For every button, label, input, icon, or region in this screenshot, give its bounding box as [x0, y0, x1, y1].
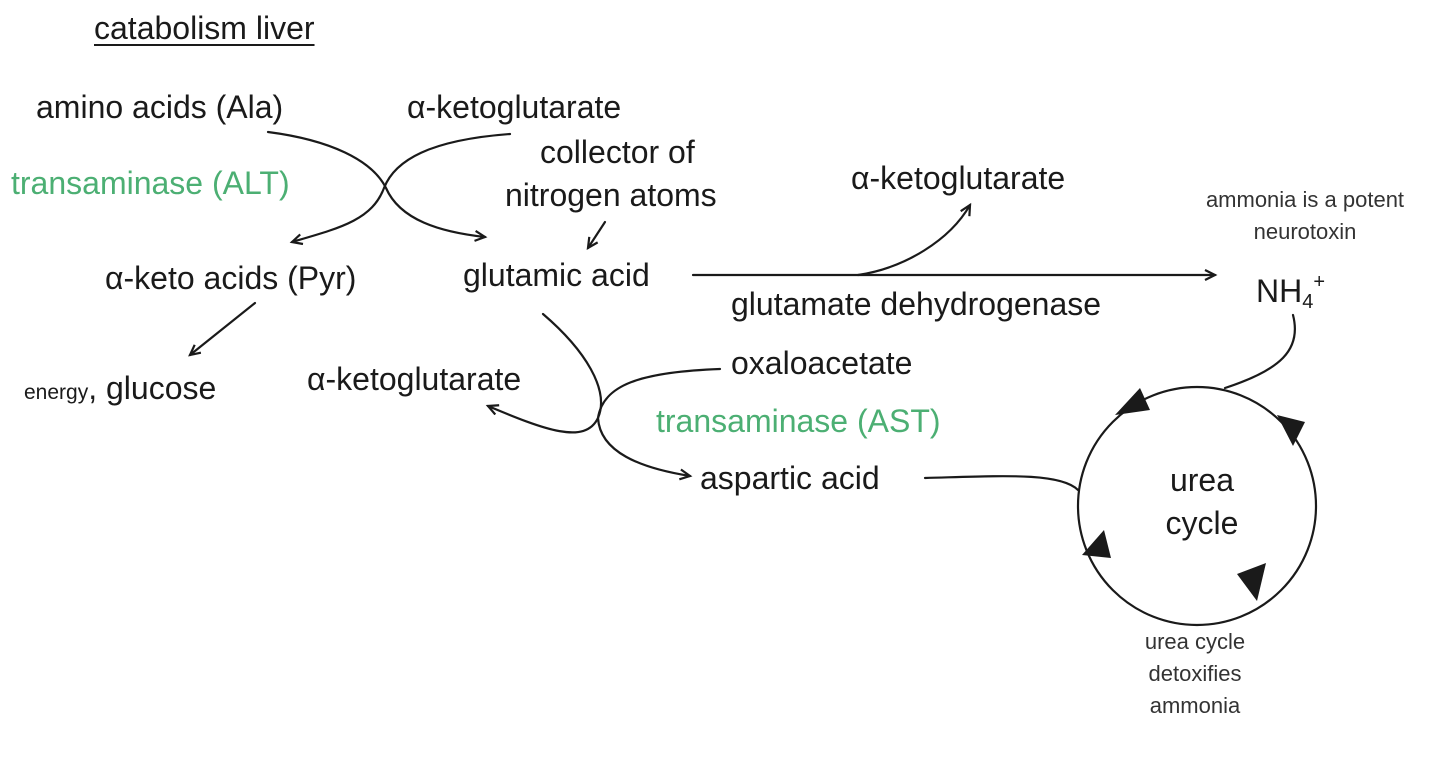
arrow-ketoacids-to-energy — [188, 301, 257, 357]
arrow-oxaloacetate-to-aspartic — [596, 367, 722, 481]
glutamate-dehydrogenase-label: glutamate dehydrogenase — [731, 286, 1102, 322]
ammonia-note: ammonia is a potent neurotoxin — [1205, 187, 1405, 244]
alpha-keto-acids-label: α-keto acids (Pyr) — [105, 260, 357, 296]
alpha-ketoglutarate-top-label: α-ketoglutarate — [407, 89, 622, 125]
urea-cycle-arrowhead-top-left — [1115, 388, 1150, 415]
glucose-label: , glucose — [88, 370, 217, 406]
alpha-ketoglutarate-right-label: α-ketoglutarate — [851, 160, 1066, 196]
collector-label-line1: collector of — [540, 134, 695, 170]
glutamic-acid-label: glutamic acid — [463, 257, 650, 293]
arrow-ala-to-glutamic — [266, 130, 488, 242]
arrow-akg-to-ketoacids — [289, 132, 512, 246]
aspartic-acid-label: aspartic acid — [700, 460, 880, 496]
urea-note: urea cycle detoxifies ammonia — [1144, 629, 1246, 718]
arrow-collector-to-glutamic — [586, 220, 607, 251]
urea-cycle-label: urea cycle — [1165, 462, 1239, 542]
nh4-base: NH — [1256, 273, 1303, 309]
nh4-subscript: 4 — [1302, 291, 1314, 313]
energy-label: energy — [24, 381, 89, 404]
urea-cycle-circle — [1076, 385, 1318, 627]
collector-label-line2: nitrogen atoms — [505, 177, 717, 213]
energy-glucose-label: energy, glucose — [24, 372, 216, 404]
amino-acids-label: amino acids (Ala) — [36, 89, 284, 125]
nh4-superscript: + — [1313, 271, 1326, 293]
arrow-nh4-to-urea — [1223, 313, 1297, 390]
urea-cycle-arrowhead-bottom-left — [1082, 530, 1111, 558]
alpha-ketoglutarate-mid-label: α-ketoglutarate — [307, 361, 522, 397]
urea-cycle-arrowhead-bottom-right — [1237, 563, 1266, 601]
page-title: catabolism liver — [94, 10, 315, 46]
nh4-label: NH4+ — [1256, 272, 1325, 312]
arrow-gdh-to-akg — [856, 202, 972, 277]
arrow-aspartic-to-urea — [923, 475, 1080, 492]
oxaloacetate-label: oxaloacetate — [731, 345, 913, 381]
urea-cycle-arrowhead-top-right — [1277, 415, 1305, 446]
transaminase-ast-label: transaminase (AST) — [656, 403, 941, 439]
transaminase-alt-label: transaminase (ALT) — [11, 165, 290, 201]
